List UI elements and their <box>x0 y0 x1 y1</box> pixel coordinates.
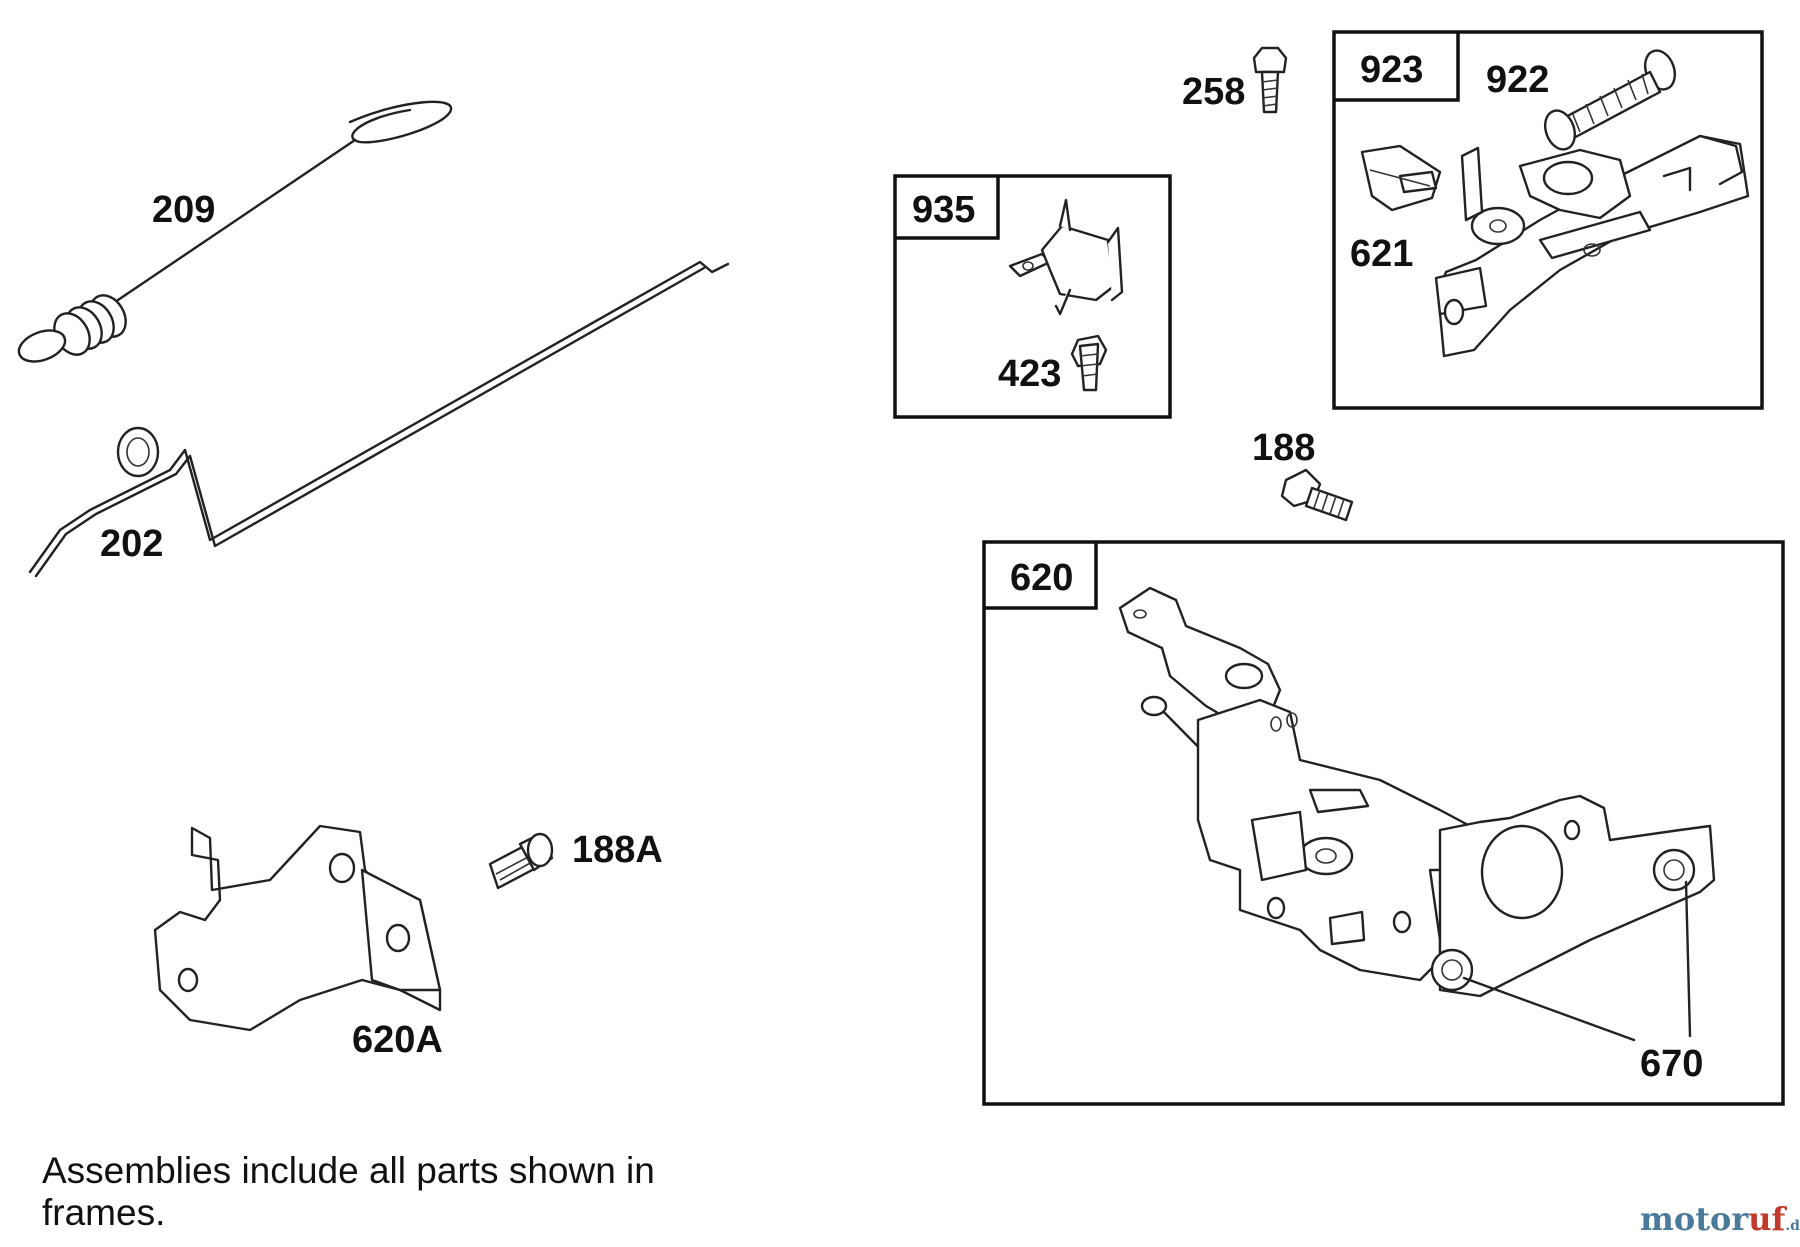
bolt-188-icon <box>1280 468 1354 522</box>
watermark-main: motor <box>1640 1200 1749 1238</box>
label-258: 258 <box>1182 71 1245 113</box>
label-202: 202 <box>100 523 163 565</box>
frame-923: 923 922 621 <box>1332 30 1764 410</box>
spring-922-icon <box>1543 49 1677 151</box>
throttle-link-202-icon <box>28 260 730 578</box>
bolt-188A-icon <box>488 832 554 890</box>
spring-209-icon <box>17 100 453 363</box>
bolt-258-icon <box>1252 46 1288 114</box>
screw-423-icon <box>1070 334 1108 392</box>
control-bracket-620-icon <box>1118 586 1716 1042</box>
label-620: 620 <box>1010 557 1073 599</box>
clip-621-icon <box>1360 144 1442 212</box>
control-plate-923-icon <box>1434 134 1750 358</box>
label-423: 423 <box>998 353 1061 395</box>
label-188A: 188A <box>572 829 663 871</box>
label-922: 922 <box>1486 59 1549 101</box>
label-923: 923 <box>1360 49 1423 91</box>
label-621: 621 <box>1350 233 1413 275</box>
watermark-logo: motoruf.de <box>1640 1200 1800 1238</box>
label-670: 670 <box>1640 1043 1703 1085</box>
label-188: 188 <box>1252 427 1315 469</box>
watermark-accent: uf <box>1748 1200 1786 1238</box>
label-620A: 620A <box>352 1019 443 1061</box>
frame-935: 935 423 <box>893 174 1172 419</box>
watermark-suffix: .de <box>1785 1218 1800 1234</box>
assembly-note: Assemblies include all parts shown in fr… <box>42 1150 655 1233</box>
governor-control-935-icon <box>1008 198 1124 316</box>
frame-620: 620 670 <box>982 540 1785 1106</box>
label-209: 209 <box>152 189 215 231</box>
bracket-620A-icon <box>153 824 442 1032</box>
label-935: 935 <box>912 189 975 231</box>
